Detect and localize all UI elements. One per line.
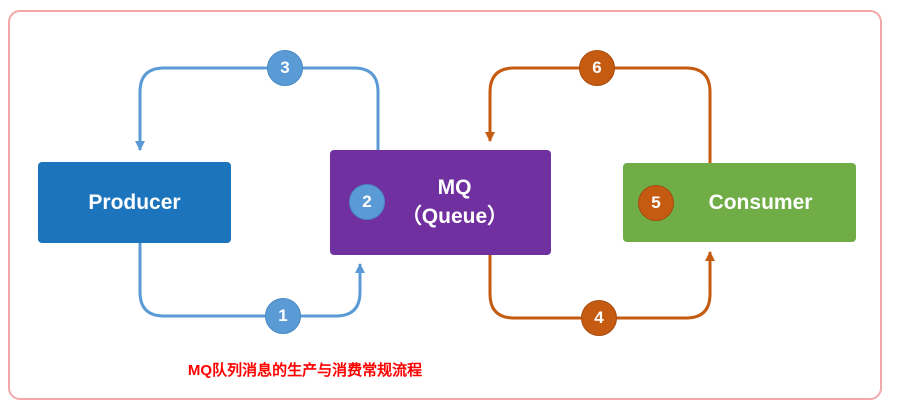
consumer-label: Consumer [708, 190, 813, 214]
diagram-caption: MQ队列消息的生产与消费常规流程 [187, 362, 423, 379]
producer-label: Producer [88, 190, 181, 214]
step-badge-1: 1 [265, 298, 301, 334]
step-badge-5: 5 [638, 185, 674, 221]
arrow-producer-to-mq [138, 243, 365, 318]
step-badge-3: 3 [267, 50, 303, 86]
producer-node: Producer [38, 162, 231, 243]
mq-label-line2: （Queue） [400, 204, 509, 228]
step-badge-2: 2 [349, 184, 385, 220]
step-badge-6: 6 [579, 50, 615, 86]
mq-label-line1: MQ [437, 176, 472, 200]
step-badge-4: 4 [581, 300, 617, 336]
arrow-mq-to-producer [135, 66, 380, 151]
